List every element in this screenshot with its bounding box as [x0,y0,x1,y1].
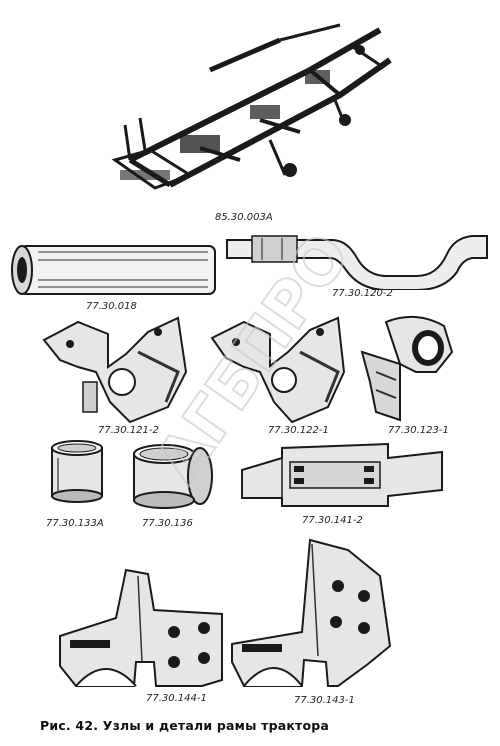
frame-assembly-label: 85.30.003A [215,212,273,223]
bushing-small-label: 77.30.133A [46,518,104,529]
bushing-small-drawing [51,440,103,503]
frame-assembly-drawing [111,23,392,190]
clamp-drawing [360,315,454,422]
support-left-label: 77.30.144-1 [146,693,207,704]
bracket-right-drawing [210,316,346,424]
crossbar-label: 77.30.141-2 [302,515,363,526]
bushing-flanged-label: 77.30.136 [142,518,193,529]
crossbar-drawing [241,442,443,507]
support-right-label: 77.30.143-1 [294,695,355,706]
support-left-drawing [59,568,223,687]
bracket-right-label: 77.30.122-1 [268,425,329,436]
spar-label: 77.30.120-2 [332,288,393,299]
support-right-drawing [231,538,392,687]
tube-drawing [11,245,216,295]
tube-label: 77.30.018 [86,301,137,312]
bracket-left-label: 77.30.121-2 [98,425,159,436]
bushing-flanged-drawing [133,444,213,509]
bracket-left-drawing [42,316,188,424]
clamp-label: 77.30.123-1 [388,425,449,436]
spar-drawing [226,235,488,290]
figure-caption: Рис. 42. Узлы и детали рамы трактора [40,718,330,733]
